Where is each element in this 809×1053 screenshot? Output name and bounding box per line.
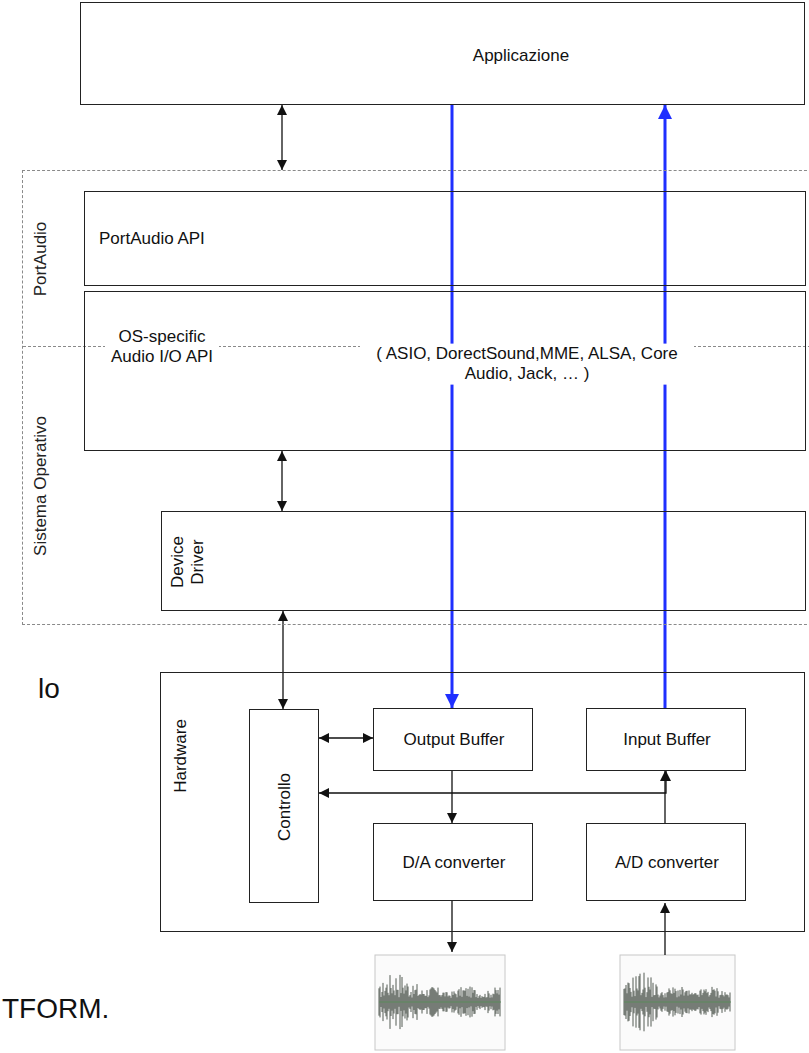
- buffer-box: Output Buffer: [373, 708, 533, 771]
- box-label: Input Buffer: [621, 730, 713, 750]
- api-box: PortAudio API: [84, 191, 806, 286]
- control-box: Controllo: [249, 709, 319, 903]
- waveform-strokes: [379, 975, 500, 1029]
- box-label: ( ASIO, DorectSound,MME, ALSA, Core Audi…: [360, 344, 694, 385]
- hardware-box: HardwareControllo Output Buffer Input Buff…: [160, 672, 805, 932]
- waveform-strokes: [624, 973, 730, 1032]
- box-label: A/D converter: [613, 853, 721, 873]
- control-connector: [319, 771, 666, 793]
- slide-text-fragment: lo: [38, 672, 60, 706]
- box-label: D/A converter: [401, 853, 508, 873]
- waveform-centerline: [624, 1002, 731, 1003]
- control-connector: [281, 451, 282, 511]
- slide-text-fragment: TFORM.: [2, 992, 109, 1026]
- control-connector: [282, 611, 283, 709]
- control-connector: [319, 737, 373, 738]
- buffer-box: Input Buffer: [586, 708, 746, 771]
- waveform-frame: [620, 955, 735, 1050]
- output-signal-arrow: [451, 900, 452, 952]
- vertical-label: PortAudio: [31, 220, 51, 299]
- layer-region: PortAudioSistema Operativo PortAudio API O…: [22, 170, 809, 625]
- box-label: OS-specific Audio I/O API: [105, 327, 219, 368]
- application-box: Applicazione: [80, 2, 805, 105]
- vertical-label: Sistema Operativo: [31, 414, 51, 558]
- box-label: PortAudio API: [97, 229, 207, 249]
- data-flow-arrow: [451, 105, 454, 708]
- waveform-frame: [375, 955, 505, 1050]
- converter-box: A/D converter: [586, 823, 746, 901]
- vertical-label: Hardware: [171, 717, 191, 795]
- data-flow-arrow: [664, 105, 667, 708]
- converter-box: D/A converter: [373, 823, 533, 901]
- driver-box: Device Driver: [161, 511, 806, 611]
- control-connector: [281, 105, 282, 170]
- waveform-group: [379, 973, 731, 1032]
- input-signal-arrow: [664, 903, 665, 955]
- box-label: Output Buffer: [402, 730, 507, 750]
- vertical-label: Controllo: [275, 771, 295, 843]
- waveform-centerline: [379, 1002, 501, 1003]
- control-connector: [664, 771, 665, 823]
- box-label: Applicazione: [471, 46, 571, 66]
- control-connector: [451, 771, 452, 823]
- vertical-label: Device Driver: [168, 530, 209, 594]
- os-api-box: OS-specific Audio I/O API ( ASIO, DorectS…: [84, 291, 806, 451]
